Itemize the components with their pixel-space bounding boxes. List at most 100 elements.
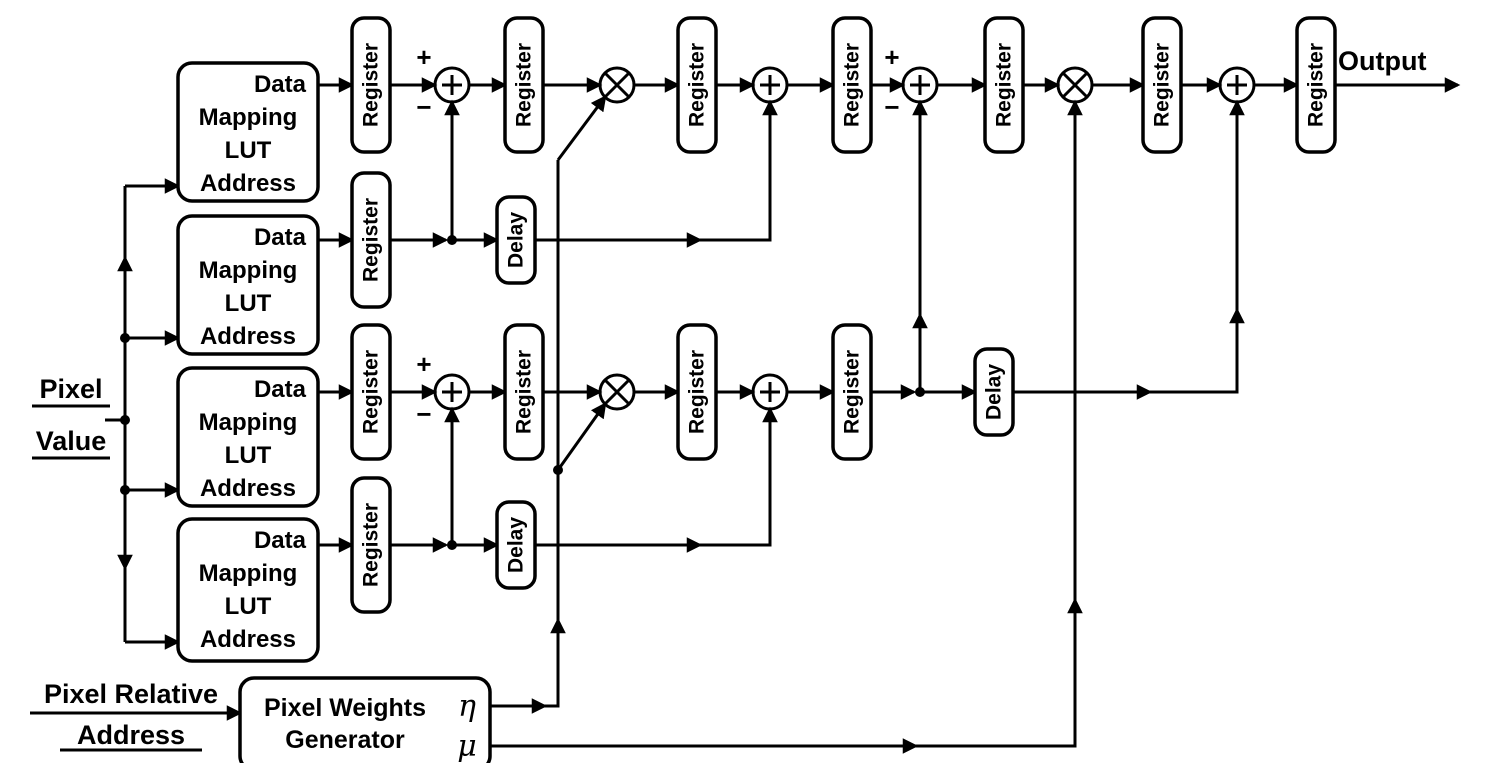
eta-bus <box>545 617 566 708</box>
register-label: Register <box>1151 43 1174 127</box>
pixel-relative-line1: Pixel Relative <box>44 679 218 709</box>
adder-1 <box>751 66 789 104</box>
adder-circle <box>1218 66 1256 104</box>
multiplier-circle <box>598 373 636 411</box>
pixel-value-line2: Value <box>36 426 107 456</box>
register-label: Register <box>360 503 383 587</box>
weights-label-line1: Pixel Weights <box>264 694 426 722</box>
lut-label-data: Data <box>254 376 307 403</box>
register-outline <box>350 171 392 309</box>
junction-dot <box>915 387 925 397</box>
subtractor-3: + − <box>416 349 471 429</box>
plus-sign: + <box>416 42 431 72</box>
register-label: Register <box>513 43 536 127</box>
register-r1-2: Register <box>503 16 545 154</box>
multiplier-2 <box>1056 66 1094 104</box>
register-r3-2: Register <box>503 323 545 461</box>
lut-label-data: Data <box>254 224 307 251</box>
register-r3-1: Register <box>350 323 392 461</box>
multiplier-1 <box>598 66 636 104</box>
lut-label-mapping: Mapping <box>199 104 298 131</box>
delay-outline <box>495 500 537 590</box>
register-outline <box>983 16 1025 154</box>
junction-dot <box>120 415 130 425</box>
lut-box-2: Data Mapping LUT Address <box>176 214 320 356</box>
multiplier-circle <box>598 66 636 104</box>
subtractor-1: + − <box>416 42 471 122</box>
adder-circle <box>433 373 471 411</box>
adder-3 <box>751 373 789 411</box>
minus-sign: − <box>416 399 431 429</box>
subtractor-2: + − <box>884 42 939 122</box>
output-label: Output <box>1338 46 1426 76</box>
pixel-value-label: Pixel Value <box>36 374 107 456</box>
lut-label-lut: LUT <box>225 290 272 317</box>
eta-symbol: η <box>458 689 476 724</box>
lut-box-outline <box>176 61 320 203</box>
register-r1-4: Register <box>831 16 873 154</box>
lut-label-data: Data <box>254 527 307 554</box>
plus-sign: + <box>416 349 431 379</box>
times-glyph <box>603 378 631 406</box>
wire <box>700 99 778 242</box>
eta-bus <box>556 402 607 471</box>
register-outline <box>1141 16 1183 154</box>
register-outline <box>831 323 873 461</box>
register-label: Register <box>686 43 709 127</box>
register-r1-1: Register <box>350 16 392 154</box>
mu-bus <box>916 597 1083 748</box>
plus-sign: + <box>884 42 899 72</box>
register-outline <box>1295 16 1337 154</box>
register-label: Register <box>686 350 709 434</box>
mu-symbol: μ <box>457 729 477 763</box>
register-r2-1: Register <box>350 171 392 309</box>
register-label: Register <box>993 43 1016 127</box>
plus-glyph <box>760 382 780 402</box>
register-r1-3: Register <box>676 16 718 154</box>
register-r3-3: Register <box>676 323 718 461</box>
adder-circle <box>751 66 789 104</box>
lut-label-address: Address <box>200 323 296 350</box>
junction-dot <box>120 485 130 495</box>
register-outline <box>350 476 392 614</box>
multiplier-3 <box>598 373 636 411</box>
plus-glyph <box>442 382 462 402</box>
register-r3-4: Register <box>831 323 873 461</box>
multiplier-circle <box>1056 66 1094 104</box>
adder-circle <box>433 66 471 104</box>
delay-r4: Delay <box>495 500 537 590</box>
lut-box-1: Data Mapping LUT Address <box>176 61 320 203</box>
adder-circle <box>751 373 789 411</box>
lut-label-lut: LUT <box>225 442 272 469</box>
pixel-relative-line2: Address <box>77 720 185 750</box>
weights-label-line2: Generator <box>285 726 405 754</box>
register-r1-5: Register <box>983 16 1025 154</box>
junction-dot <box>120 333 130 343</box>
delay-outline <box>973 347 1015 437</box>
register-outline <box>350 323 392 461</box>
delay-outline <box>495 195 537 285</box>
register-r1-6: Register <box>1141 16 1183 154</box>
register-label: Register <box>360 350 383 434</box>
lut-label-mapping: Mapping <box>199 409 298 436</box>
register-label: Register <box>360 43 383 127</box>
register-label: Register <box>513 350 536 434</box>
lut-box-outline <box>176 517 320 663</box>
signal-wires <box>30 77 1461 754</box>
plus-glyph <box>442 75 462 95</box>
register-outline <box>350 16 392 154</box>
wire <box>1150 307 1245 394</box>
register-r1-7: Register <box>1295 16 1337 154</box>
adder-circle <box>901 66 939 104</box>
lut-label-mapping: Mapping <box>199 560 298 587</box>
register-outline <box>676 323 718 461</box>
wire <box>700 406 778 547</box>
register-outline <box>676 16 718 154</box>
lut-box-outline <box>176 366 320 508</box>
delay-label: Delay <box>983 364 1006 420</box>
pixel-value-line1: Pixel <box>39 374 102 404</box>
lut-box-4: Data Mapping LUT Address <box>176 517 320 663</box>
plus-glyph <box>760 75 780 95</box>
lut-label-lut: LUT <box>225 137 272 164</box>
junction-dot <box>553 465 563 475</box>
